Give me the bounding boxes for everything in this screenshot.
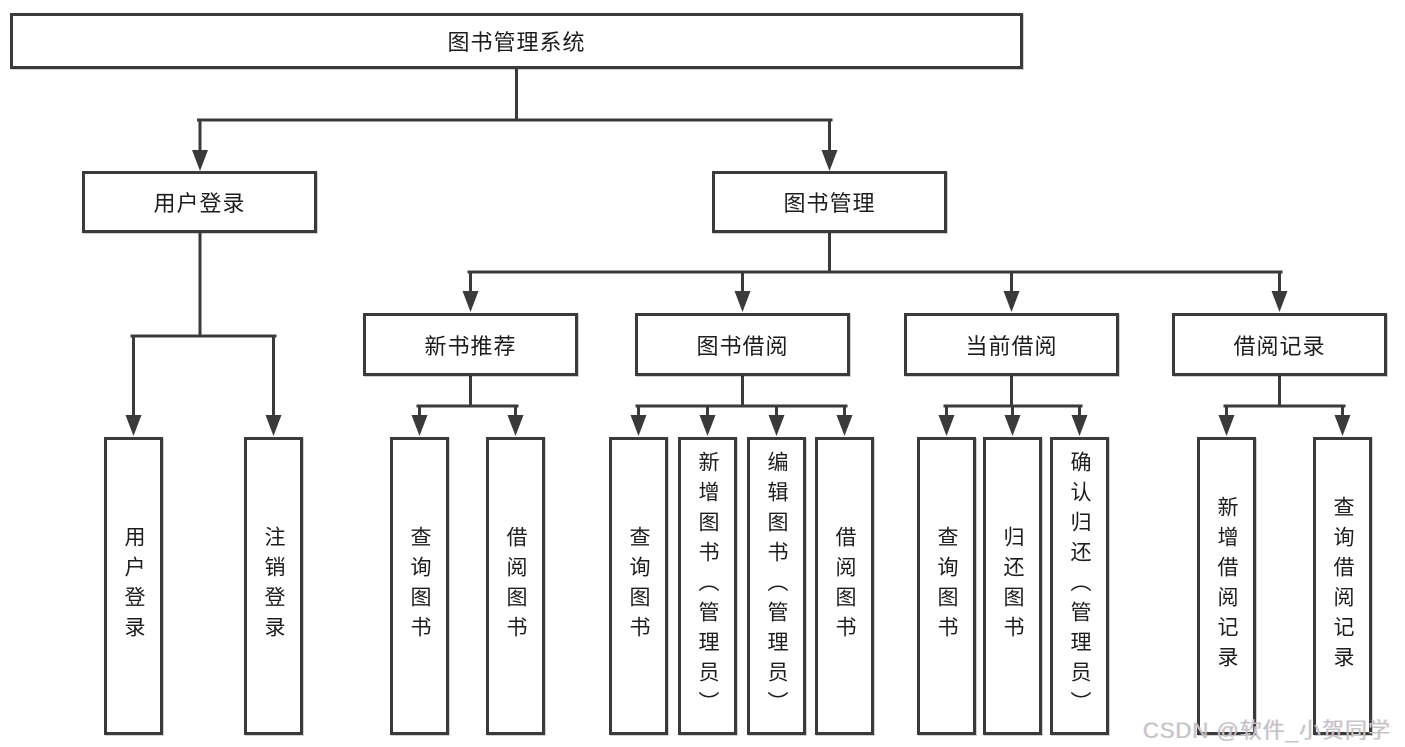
leaf-recommend-borrow-books-label: 借阅图书	[504, 526, 527, 646]
leaf-user-login-label: 用户登录	[122, 526, 145, 646]
node-book-borrow: 图书借阅	[635, 313, 850, 376]
leaf-query-borrow-record: 查询借阅记录	[1313, 437, 1372, 735]
leaf-edit-books-admin-label: 编辑图书（管理员）	[765, 451, 788, 721]
leaf-borrow-query-books: 查询图书	[609, 437, 668, 735]
leaf-borrow-books: 借阅图书	[815, 437, 874, 735]
node-new-book-recommend-label: 新书推荐	[424, 333, 517, 359]
leaf-borrow-books-label: 借阅图书	[833, 526, 856, 646]
leaf-user-login: 用户登录	[104, 437, 163, 735]
node-book-management: 图书管理	[712, 171, 947, 233]
node-current-borrow-label: 当前借阅	[965, 333, 1058, 359]
leaf-logout-label: 注销登录	[262, 526, 285, 646]
leaf-add-borrow-record: 新增借阅记录	[1197, 437, 1256, 735]
leaf-edit-books-admin: 编辑图书（管理员）	[747, 437, 806, 735]
node-new-book-recommend: 新书推荐	[363, 313, 578, 376]
leaf-current-query-books-label: 查询图书	[935, 526, 958, 646]
csdn-watermark: CSDN @软件_小贺同学	[1142, 718, 1391, 743]
leaf-query-borrow-record-label: 查询借阅记录	[1331, 496, 1354, 676]
node-library-system: 图书管理系统	[10, 13, 1023, 69]
node-book-borrow-label: 图书借阅	[696, 333, 789, 359]
leaf-recommend-query-books-label: 查询图书	[408, 526, 431, 646]
leaf-return-books-label: 归还图书	[1001, 526, 1024, 646]
node-book-management-label: 图书管理	[783, 191, 876, 216]
leaf-add-borrow-record-label: 新增借阅记录	[1215, 496, 1238, 676]
leaf-borrow-query-books-label: 查询图书	[627, 526, 650, 646]
leaf-recommend-borrow-books: 借阅图书	[486, 437, 545, 735]
node-library-system-label: 图书管理系统	[447, 30, 586, 55]
leaf-logout: 注销登录	[244, 437, 303, 735]
leaf-return-books: 归还图书	[983, 437, 1042, 735]
node-borrow-records-label: 借阅记录	[1233, 333, 1326, 359]
node-user-login: 用户登录	[82, 171, 317, 233]
node-user-login-label: 用户登录	[153, 191, 246, 216]
leaf-confirm-return-admin: 确认归还（管理员）	[1050, 437, 1109, 735]
leaf-add-books-admin: 新增图书（管理员）	[678, 437, 737, 735]
leaf-add-books-admin-label: 新增图书（管理员）	[696, 451, 719, 721]
leaf-current-query-books: 查询图书	[917, 437, 976, 735]
leaf-recommend-query-books: 查询图书	[390, 437, 449, 735]
node-borrow-records: 借阅记录	[1172, 313, 1387, 376]
node-current-borrow: 当前借阅	[904, 313, 1119, 376]
leaf-confirm-return-admin-label: 确认归还（管理员）	[1068, 451, 1091, 721]
